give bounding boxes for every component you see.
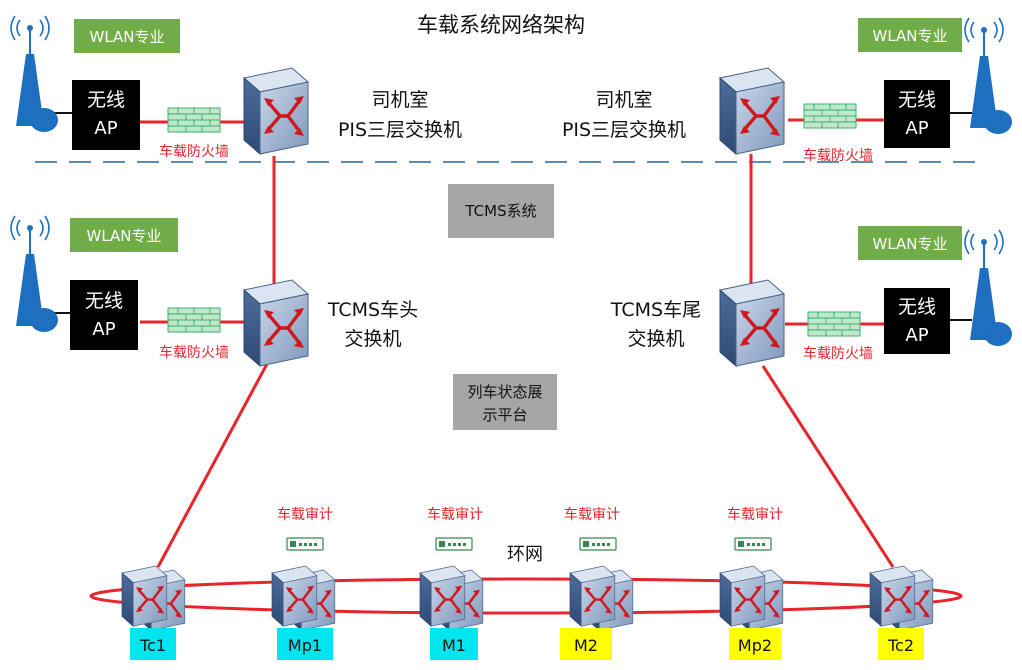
svg-text:AP: AP	[905, 325, 928, 346]
svg-text:PIS三层交换机: PIS三层交换机	[562, 119, 686, 141]
svg-text:WLAN专业: WLAN专业	[872, 235, 947, 253]
svg-text:AP: AP	[92, 319, 115, 340]
wlan-label-mid-right: WLAN专业	[858, 226, 962, 260]
firewall-icon	[167, 307, 221, 333]
wlan-label-mid-left: WLAN专业	[70, 218, 178, 252]
car-labels: Tc1 Mp1 M1 M2 Mp2 Tc2	[130, 628, 924, 660]
car-switch-icon	[720, 566, 783, 630]
svg-text:无线: 无线	[87, 89, 125, 111]
svg-text:AP: AP	[94, 118, 117, 139]
wireless-ap-top-right: 无线 AP	[884, 80, 950, 148]
svg-text:Tc1: Tc1	[139, 636, 166, 655]
svg-text:PIS三层交换机: PIS三层交换机	[338, 119, 462, 141]
antenna-icon	[964, 229, 1013, 347]
svg-text:无线: 无线	[898, 296, 936, 318]
car-label-m1: M1	[430, 628, 478, 660]
svg-text:M1: M1	[442, 636, 466, 655]
svg-text:TCMS系统: TCMS系统	[464, 202, 536, 220]
tcms-tail-switch-icon	[718, 278, 786, 368]
audit-devices: 车载审计 车载审计 车载审计 车载审计	[277, 506, 783, 551]
wireless-ap-mid-left: 无线 AP	[70, 280, 138, 350]
car-label-m2: M2	[560, 628, 612, 660]
firewall-label: 车载防火墙	[159, 344, 229, 361]
svg-text:示平台: 示平台	[482, 406, 527, 424]
tcms-head-switch-label: TCMS车头 交换机	[327, 299, 418, 350]
svg-text:WLAN专业: WLAN专业	[86, 227, 161, 245]
ring-network-label: 环网	[507, 544, 543, 565]
audit-device-icon	[435, 537, 473, 551]
audit-label: 车载审计	[564, 506, 620, 523]
car-switch-icon	[570, 566, 633, 630]
audit-label: 车载审计	[277, 506, 333, 523]
cab-switch-label-right: 司机室 PIS三层交换机	[562, 89, 686, 141]
cab-pis-switch-left-icon	[242, 66, 310, 156]
audit-device-icon	[579, 537, 617, 551]
tcms-system-box: TCMS系统	[448, 184, 554, 238]
wlan-label-top-left: WLAN专业	[74, 19, 180, 53]
firewall-label: 车载防火墙	[803, 147, 873, 164]
wlan-label-top-right: WLAN专业	[858, 18, 962, 52]
svg-text:Mp2: Mp2	[738, 636, 772, 655]
svg-text:列车状态展: 列车状态展	[467, 383, 542, 401]
antenna-icon	[10, 15, 59, 133]
svg-text:Mp1: Mp1	[288, 636, 322, 655]
svg-text:无线: 无线	[898, 89, 936, 111]
cab-switch-label-left: 司机室 PIS三层交换机	[338, 89, 462, 141]
tcms-head-switch-icon	[242, 278, 310, 368]
svg-text:TCMS车尾: TCMS车尾	[610, 299, 701, 321]
car-label-tc2: Tc2	[878, 628, 924, 660]
car-label-mp2: Mp2	[729, 628, 781, 660]
cab-pis-switch-right-icon	[718, 66, 786, 156]
car-switch-icon	[272, 566, 335, 630]
svg-text:WLAN专业: WLAN专业	[872, 27, 947, 45]
firewall-label: 车载防火墙	[159, 143, 229, 160]
svg-text:AP: AP	[905, 118, 928, 139]
svg-text:Tc2: Tc2	[887, 636, 914, 655]
firewall-icon	[807, 311, 861, 337]
svg-text:WLAN专业: WLAN专业	[89, 28, 164, 46]
svg-text:无线: 无线	[85, 290, 123, 312]
firewall-label: 车载防火墙	[803, 345, 873, 362]
wireless-ap-top-left: 无线 AP	[72, 80, 140, 150]
antenna-icon	[10, 215, 59, 333]
svg-text:交换机: 交换机	[627, 328, 684, 350]
svg-text:司机室: 司机室	[595, 89, 652, 111]
audit-label: 车载审计	[727, 506, 783, 523]
car-switch-icon	[420, 566, 483, 630]
svg-text:TCMS车头: TCMS车头	[327, 299, 418, 321]
audit-device-icon	[734, 537, 772, 551]
tcms-tail-switch-label: TCMS车尾 交换机	[610, 299, 701, 350]
firewall-icon	[167, 107, 221, 133]
svg-text:M2: M2	[574, 636, 598, 655]
car-label-mp1: Mp1	[277, 628, 333, 660]
audit-device-icon	[286, 537, 324, 551]
svg-text:交换机: 交换机	[344, 328, 401, 350]
antenna-icon	[964, 17, 1013, 135]
audit-label: 车载审计	[427, 506, 483, 523]
car-switch-icon	[122, 566, 185, 630]
diagram-title: 车载系统网络架构	[417, 13, 585, 37]
car-switch-icon	[870, 566, 933, 630]
car-label-tc1: Tc1	[130, 628, 176, 660]
wireless-ap-mid-right: 无线 AP	[884, 288, 950, 354]
firewall-icon	[803, 103, 857, 129]
svg-text:司机室: 司机室	[371, 89, 428, 111]
train-status-display-platform-box: 列车状态展 示平台	[453, 374, 557, 430]
